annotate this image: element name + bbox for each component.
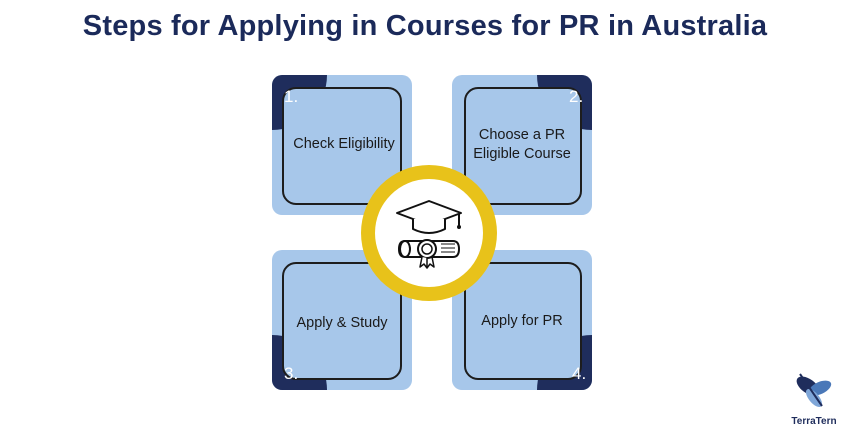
step-card-2: 2. Choose a PR Eligible Course [452,75,592,215]
step-label-2: Choose a PR Eligible Course [473,127,571,162]
step-number-4: 4. [572,364,587,383]
step-label-1: Check Eligibility [293,136,395,152]
step-number-2: 2. [569,87,584,106]
logo-text: TerraTern [791,416,837,427]
step-label-4: Apply for PR [481,313,563,329]
step-card-1: 1. Check Eligibility [272,75,412,215]
graduation-cap-and-diploma-icon [396,200,462,269]
step-number-1: 1. [284,87,299,106]
page-title: Steps for Applying in Courses for PR in … [82,10,768,42]
terratern-logo: TerraTern [786,366,842,432]
step-label-3: Apply & Study [296,315,388,331]
dragonfly-logo-icon [796,373,832,408]
center-emblem [361,165,497,301]
step-number-3: 3. [284,364,299,383]
